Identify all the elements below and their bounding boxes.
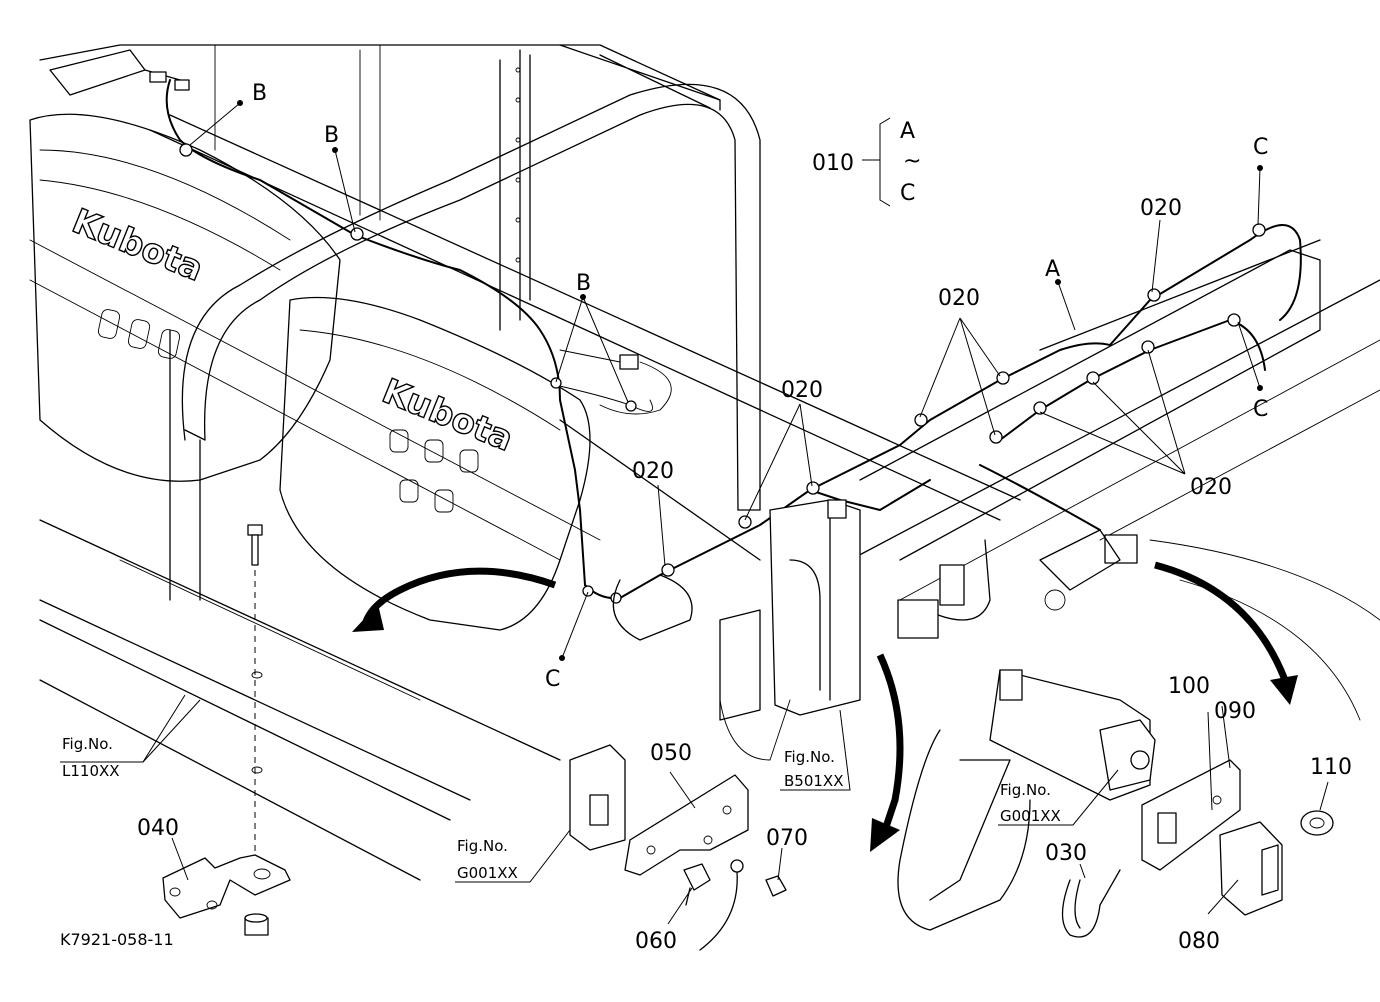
seat-left: Kubota xyxy=(29,113,341,482)
label-range-c: C xyxy=(900,181,915,206)
fig-ref-2-line2: G001XX xyxy=(457,864,518,882)
figure-refs: Fig.No. L110XX Fig.No. G001XX Fig.No. B5… xyxy=(62,735,1061,882)
brand-logo-left: Kubota xyxy=(67,201,209,289)
switch-assembly xyxy=(989,669,1334,938)
label-range-a: A xyxy=(900,119,915,144)
drawing-id: K7921-058-11 xyxy=(60,930,174,949)
fig-ref-3-line2: B501XX xyxy=(784,772,843,790)
cab-frame xyxy=(29,44,1380,931)
brand-logo-right: Kubota xyxy=(377,371,519,459)
fig-ref-4-line2: G001XX xyxy=(1000,807,1061,825)
label-b-2: B xyxy=(324,123,339,148)
label-020-d: 020 xyxy=(632,459,674,484)
fig-ref-4-line1: Fig.No. xyxy=(1000,781,1051,799)
label-020-b: 020 xyxy=(938,286,980,311)
arrow-left xyxy=(352,567,557,632)
label-050: 050 xyxy=(650,741,692,766)
label-090: 090 xyxy=(1214,699,1256,724)
label-a: A xyxy=(1045,257,1060,282)
label-100: 100 xyxy=(1168,674,1210,699)
connector-box xyxy=(559,349,672,415)
harness-a xyxy=(809,224,1302,531)
label-range-tilde: ~ xyxy=(903,149,921,174)
label-020-e: 020 xyxy=(1190,475,1232,500)
label-070: 070 xyxy=(766,826,808,851)
label-030: 030 xyxy=(1045,841,1087,866)
arrow-center xyxy=(870,653,904,852)
label-c-1: C xyxy=(545,667,560,692)
part-labels: 010 A ~ C B B B C C C A 020 020 020 020 … xyxy=(137,81,1352,954)
fig-ref-3-line1: Fig.No. xyxy=(784,748,835,766)
label-020-a: 020 xyxy=(1140,196,1182,221)
label-b-1: B xyxy=(252,81,267,106)
bracket-050-assembly xyxy=(569,744,787,951)
fig-ref-2-line1: Fig.No. xyxy=(457,837,508,855)
roll-bar xyxy=(169,83,761,601)
fig-ref-1-line2: L110XX xyxy=(62,762,120,780)
label-b-3: B xyxy=(576,271,591,296)
bolt-040-assembly xyxy=(162,524,291,936)
label-c-3: C xyxy=(1253,397,1268,422)
arrow-right xyxy=(1154,561,1298,705)
label-080: 080 xyxy=(1178,929,1220,954)
label-c-2: C xyxy=(1253,135,1268,160)
fig-ref-1-line1: Fig.No. xyxy=(62,735,113,753)
label-020-c: 020 xyxy=(781,378,823,403)
label-040: 040 xyxy=(137,816,179,841)
leader-lines xyxy=(60,100,1329,925)
clamps xyxy=(179,143,1266,604)
work-light xyxy=(49,49,190,96)
label-060: 060 xyxy=(635,929,677,954)
label-110: 110 xyxy=(1310,755,1352,780)
relay-module xyxy=(897,529,1138,639)
rear-post xyxy=(612,499,861,761)
label-010: 010 xyxy=(812,151,854,176)
